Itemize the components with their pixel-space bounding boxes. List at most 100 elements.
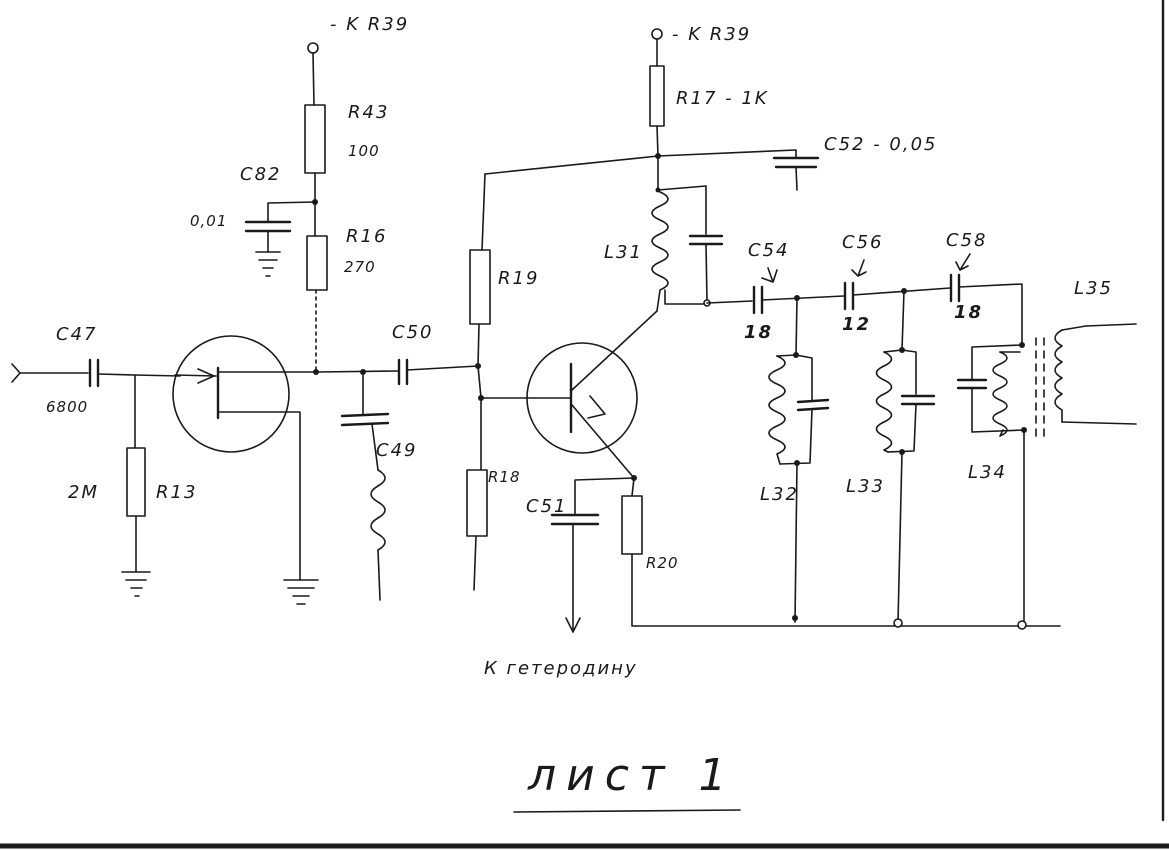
interstage-coupling xyxy=(315,358,481,601)
wire xyxy=(794,462,798,623)
wire xyxy=(664,289,708,305)
wire xyxy=(631,477,635,497)
r16-value: 270 xyxy=(344,258,376,276)
junction xyxy=(655,187,661,193)
tank-l34 xyxy=(956,337,1045,630)
resistor-r20 xyxy=(621,495,643,555)
resistor-r19 xyxy=(469,249,491,325)
r17-label: R17 - 1K xyxy=(676,88,769,109)
capacitor-c58-arrow xyxy=(955,253,971,271)
wire xyxy=(371,423,379,471)
wire xyxy=(971,387,1025,433)
wire xyxy=(958,283,1023,346)
wire xyxy=(901,290,905,351)
wire xyxy=(657,149,797,159)
input-section xyxy=(11,358,181,597)
inductor-l32 xyxy=(768,355,786,465)
wire xyxy=(776,354,797,357)
l31-label: L31 xyxy=(604,242,643,263)
bjt-collector xyxy=(571,310,658,391)
junction xyxy=(893,618,903,628)
resistor-r13 xyxy=(126,447,146,517)
wire xyxy=(795,297,798,356)
wire xyxy=(657,185,707,235)
junction xyxy=(1017,620,1027,630)
wire xyxy=(315,370,399,373)
wire xyxy=(406,365,479,371)
wire xyxy=(705,243,708,303)
tank-l32 xyxy=(768,297,830,623)
fet-source xyxy=(217,411,301,581)
capacitor-l32-plate xyxy=(796,406,830,412)
resistor-r16 xyxy=(306,235,328,291)
r13-value: 2M xyxy=(68,482,99,503)
c52-label: C52 - 0,05 xyxy=(824,134,938,155)
l34-label: L34 xyxy=(968,462,1007,483)
heterodyne-label: К гетеродину xyxy=(484,658,638,679)
page-title: лист 1 xyxy=(527,750,737,801)
ground-bus xyxy=(631,553,1061,627)
c50-label: C50 xyxy=(392,322,433,343)
wire xyxy=(1061,421,1137,425)
wire xyxy=(484,155,659,175)
l32-label: L32 xyxy=(760,484,799,505)
sheet-title: лист 1 xyxy=(513,750,741,813)
wire xyxy=(473,535,477,591)
heterodyne-arrow xyxy=(565,617,581,633)
wire xyxy=(1061,325,1087,331)
filter-chain xyxy=(706,253,1023,346)
wire xyxy=(883,349,903,353)
fet-gate xyxy=(174,374,217,377)
inductor-c49-branch xyxy=(370,469,386,601)
r16-label: R16 xyxy=(346,226,387,247)
resistor-r43 xyxy=(304,104,326,174)
fet-gate-arrow xyxy=(197,368,215,384)
c56-value: 12 xyxy=(842,314,871,335)
capacitor-c54-arrow xyxy=(761,267,778,283)
c51-label: C51 xyxy=(526,496,567,517)
resistor-r17 xyxy=(649,65,665,127)
c54-value: 18 xyxy=(744,322,773,343)
r19-label: R19 xyxy=(498,268,539,289)
fet-bias-network xyxy=(244,42,328,375)
capacitor-l32-plate xyxy=(796,398,830,404)
wire xyxy=(795,354,813,401)
junction xyxy=(792,615,798,621)
r43-value: 100 xyxy=(348,142,380,160)
fet-transistor xyxy=(172,335,319,605)
wire xyxy=(267,201,316,223)
r43-label: R43 xyxy=(348,102,389,123)
wire xyxy=(97,373,181,377)
wire xyxy=(312,52,315,106)
c58-value: 18 xyxy=(954,302,983,323)
inductor-l31 xyxy=(651,191,669,312)
ground-symbol xyxy=(283,579,319,605)
wire xyxy=(761,295,845,301)
component-labels: - K R39 - K R39 R43 100 C82 0,01 R16 270… xyxy=(46,14,1111,679)
bjt-emitter-arrow xyxy=(587,395,606,419)
wire xyxy=(779,408,813,465)
r18-label: R18 xyxy=(488,468,521,486)
wire xyxy=(706,300,753,304)
c56-label: C56 xyxy=(842,232,883,253)
supply-label-right: - K R39 xyxy=(672,24,751,45)
wire xyxy=(971,344,1023,381)
capacitor-c49-plate xyxy=(340,421,390,427)
supply-label-left: - K R39 xyxy=(330,14,409,35)
ground-symbol xyxy=(255,251,281,277)
wire xyxy=(887,403,917,453)
wire xyxy=(795,166,798,191)
tank-l33 xyxy=(875,290,936,628)
c54-label: C54 xyxy=(748,240,789,261)
supply-terminal-left xyxy=(307,42,319,54)
wire xyxy=(477,323,482,471)
wire xyxy=(901,349,917,395)
output-winding-l35 xyxy=(1054,323,1137,425)
inductor-l33 xyxy=(875,351,893,453)
l33-label: L33 xyxy=(846,476,885,497)
c82-label: C82 xyxy=(240,164,281,185)
c47-label: C47 xyxy=(56,324,97,345)
resistor-r18 xyxy=(466,469,488,537)
